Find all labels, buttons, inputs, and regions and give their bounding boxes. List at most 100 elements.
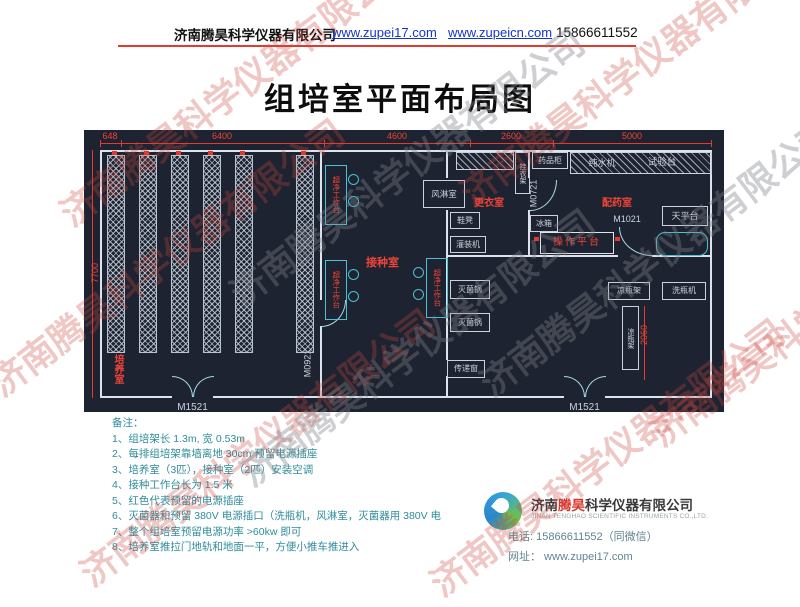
- header-company-name: 济南腾昊科学仪器有限公司: [174, 28, 336, 43]
- notes-section: 备注： 1、组培架长 1.3m, 宽 0.53m 2、每排组培架靠墙离地 30c…: [112, 416, 441, 556]
- room-label-changing: 更衣室: [474, 198, 504, 209]
- power-outlet-marker: [301, 151, 306, 155]
- note-line: 8、培养室推拉门地轨和地面一平，方便小推车推进入: [112, 541, 360, 553]
- dim-tick: [121, 140, 122, 147]
- medicine-cabinet: 药品柜: [532, 152, 568, 169]
- power-outlet-marker: [112, 151, 117, 155]
- dimension-line-left: [92, 150, 93, 398]
- clean-bench: 超净工作台: [426, 258, 448, 318]
- footer-company-english: JINAN TENGHAO SCIENTIFIC INSTRUMENTS CO.…: [531, 513, 709, 520]
- dim-label-7700: 7700: [90, 262, 100, 284]
- header-link-zupei17[interactable]: www.zupei17.com: [332, 25, 437, 40]
- floor-plan-canvas: 648 6400 4600 2600 5000 7700 2060 M1521 …: [84, 130, 724, 413]
- culture-rack: [139, 155, 157, 353]
- wall-outer-right: [710, 150, 712, 398]
- note-line: 5、红色代表预留的电源插座: [112, 494, 244, 507]
- header-divider: [118, 45, 636, 47]
- wall-outer-bottom: [605, 396, 712, 398]
- header-link-zupeicn[interactable]: www.zupeicn.com: [448, 25, 553, 40]
- company-logo-icon: [484, 492, 522, 530]
- operation-platform: 操作平台: [540, 232, 614, 254]
- wall-outer-bottom: [100, 396, 172, 398]
- wall-culture-partition: [320, 150, 322, 300]
- stool: [348, 196, 359, 207]
- sterilizer: 灭菌锅: [450, 313, 490, 332]
- culture-rack: [203, 155, 221, 353]
- power-outlet-marker: [615, 237, 620, 241]
- footer-company-name: 济南腾昊科学仪器有限公司: [531, 494, 693, 514]
- lab-bench-top: [570, 152, 712, 174]
- dim-tick: [470, 140, 471, 147]
- note-line: 3、培养室（3匹），接种室（2匹）安装空调: [112, 463, 314, 476]
- test-bench-label: 试验台: [647, 157, 677, 168]
- locker-bench: [456, 152, 514, 170]
- dim-label-4600: 4600: [386, 131, 408, 141]
- dimension-line-right: [644, 306, 645, 380]
- power-outlet-marker: [144, 151, 149, 155]
- door-arc: [193, 376, 214, 397]
- clean-bench: 超净工作台: [325, 165, 347, 225]
- power-outlet-marker: [534, 237, 539, 241]
- wall-pharmacy-south: [446, 255, 618, 257]
- dim-label-648: 648: [102, 131, 118, 141]
- room-label-culture: 培养室: [112, 354, 123, 384]
- dimension-line-top: [100, 143, 712, 144]
- dim-label-6400: 6400: [211, 131, 233, 141]
- stool: [413, 267, 424, 278]
- note-line: 4、接种工作台长为 1.5 米: [112, 479, 233, 491]
- bottle-cooling-rack: 凉瓶架: [608, 282, 650, 300]
- sink-basin: [656, 232, 708, 256]
- dim-label-2600: 2600: [500, 131, 522, 141]
- door-label-m1521-right: M1521: [569, 402, 600, 413]
- bottle-washer: 洗瓶机: [662, 282, 706, 300]
- stool: [413, 289, 424, 300]
- water-machine-label: 纯水机: [588, 158, 616, 168]
- footer-website[interactable]: 网址： www.zupei17.com: [508, 551, 633, 563]
- culture-rack: [171, 155, 189, 353]
- dim-label-2060: 2060: [639, 324, 649, 346]
- clean-bench: 超净工作台: [325, 260, 347, 320]
- door-label-m1521-left: M1521: [177, 402, 208, 413]
- power-outlet-marker: [176, 151, 181, 155]
- power-outlet-marker: [240, 151, 245, 155]
- culture-rack: [107, 155, 125, 353]
- wall-outer-top: [100, 150, 712, 152]
- footer-company-pre: 济南: [531, 498, 558, 513]
- room-label-pharmacy: 配药室: [602, 198, 632, 209]
- dim-tick: [324, 140, 325, 147]
- stool: [348, 291, 359, 302]
- note-line: 6、灭菌器和预留 380V 电源插口（洗瓶机，风淋室，灭菌器用 380V 电: [112, 510, 442, 522]
- bottle-cooling-rack-vertical: 凉瓶架: [622, 306, 639, 370]
- wall-pharmacy-south: [652, 255, 712, 257]
- door-label-m0721: M0721: [528, 179, 539, 208]
- footer-company-post: 科学仪器有限公司: [585, 498, 693, 513]
- footer-company-mid: 腾昊: [558, 498, 585, 513]
- stool: [348, 174, 359, 185]
- wall-outer-bottom: [213, 396, 564, 398]
- door-label-m1021: M1021: [613, 214, 641, 224]
- notes-heading: 备注：: [112, 417, 144, 429]
- dim-tick: [100, 140, 101, 147]
- shoe-bench: 鞋凳: [450, 212, 480, 229]
- coat-rack: 挂衣架: [515, 152, 530, 194]
- fridge: 冰箱: [530, 215, 558, 232]
- balance-table: 天平台: [662, 206, 708, 226]
- sterilizer: 灭菌锅: [450, 280, 490, 299]
- dim-tick: [553, 140, 554, 147]
- room-label-inoculation: 接种室: [366, 257, 399, 269]
- dim-tick: [711, 140, 712, 147]
- note-line: 1、组培架长 1.3m, 宽 0.53m: [112, 432, 246, 445]
- power-outlet-marker: [208, 151, 213, 155]
- air-shower: 风淋室: [423, 180, 465, 208]
- culture-rack: [296, 155, 314, 353]
- culture-rack: [235, 155, 253, 353]
- note-line: 2、每排组培架靠墙离地 30cm 预留电源插座: [112, 448, 318, 460]
- door-arc: [619, 227, 652, 256]
- wall-inoculation-partition: [446, 376, 448, 398]
- wall-changing-partition: [528, 210, 530, 257]
- wall-outer-left: [100, 150, 102, 398]
- door-arc: [172, 376, 193, 397]
- door-arc: [585, 376, 606, 397]
- dim-label-5000: 5000: [621, 131, 643, 141]
- door-arc: [564, 376, 585, 397]
